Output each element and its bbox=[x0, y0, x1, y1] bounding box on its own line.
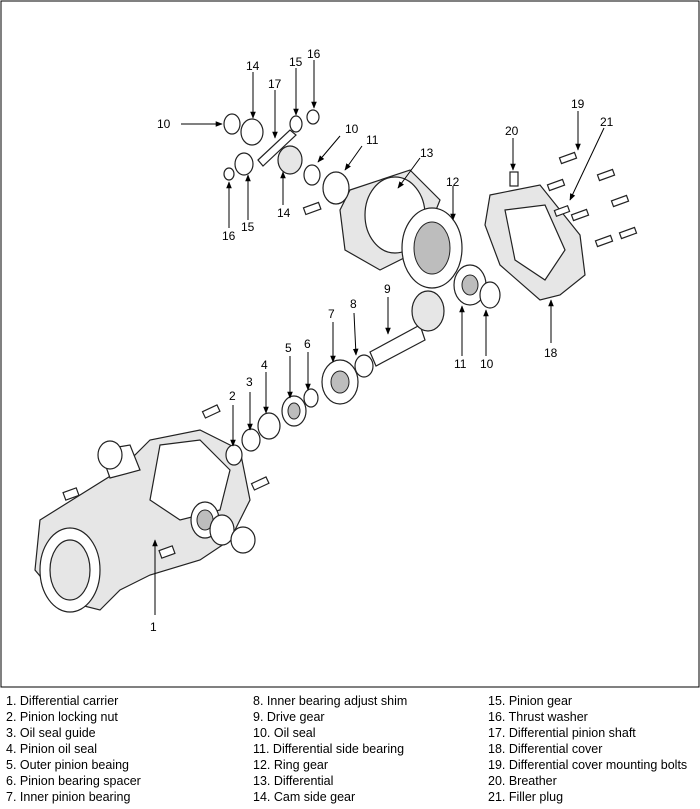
callout-14-lower: 14 bbox=[277, 206, 291, 220]
callout-6: 6 bbox=[304, 337, 311, 351]
legend-item: 10. Oil seal bbox=[253, 726, 316, 740]
callout-20: 20 bbox=[505, 124, 519, 138]
legend-item: 5. Outer pinion beaing bbox=[6, 758, 130, 772]
callout-7: 7 bbox=[328, 307, 335, 321]
diagram-frame bbox=[0, 0, 700, 688]
legend-item: 15. Pinion gear bbox=[488, 694, 573, 708]
callout-11-upper: 11 bbox=[366, 133, 379, 147]
legend-item: 12. Ring gear bbox=[253, 758, 329, 772]
legend-item: 17. Differential pinion shaft bbox=[488, 726, 636, 740]
callout-14-upper: 14 bbox=[246, 59, 260, 73]
callout-10-upper-left: 10 bbox=[157, 117, 171, 131]
side-gear-cluster bbox=[223, 109, 350, 205]
callout-18: 18 bbox=[544, 346, 558, 360]
legend-item: 18. Differential cover bbox=[488, 742, 603, 756]
pinion-stack bbox=[201, 290, 445, 491]
callout-19: 19 bbox=[571, 97, 585, 111]
legend-item: 20. Breather bbox=[488, 774, 557, 788]
legend-item: 2. Pinion locking nut bbox=[6, 710, 118, 724]
legend-item: 13. Differential bbox=[253, 774, 334, 788]
callout-16-lower: 16 bbox=[222, 229, 236, 243]
legend-item: 11. Differential side bearing bbox=[253, 742, 405, 756]
callout-labels: 1 2 3 4 5 6 7 8 9 10 10 11 11 12 13 14 1… bbox=[150, 47, 614, 634]
legend-item: 16. Thrust washer bbox=[488, 710, 588, 724]
callout-15-lower: 15 bbox=[241, 220, 255, 234]
legend-item: 4. Pinion oil seal bbox=[6, 742, 98, 756]
legend-item: 3. Oil seal guide bbox=[6, 726, 96, 740]
callout-9: 9 bbox=[384, 282, 391, 296]
callout-2: 2 bbox=[229, 389, 236, 403]
parts-legend: 1. Differential carrier 2. Pinion lockin… bbox=[0, 693, 700, 809]
callout-8: 8 bbox=[350, 297, 357, 311]
legend-item: 7. Inner pinion bearing bbox=[6, 790, 131, 804]
differential-cover bbox=[484, 151, 638, 301]
legend-item: 8. Inner bearing adjust shim bbox=[253, 694, 408, 708]
legend-item: 6. Pinion bearing spacer bbox=[6, 774, 141, 788]
legend-column-2: 8. Inner bearing adjust shim 9. Drive ge… bbox=[253, 693, 407, 805]
callout-10-lower: 10 bbox=[480, 357, 494, 371]
differential-carrier bbox=[34, 429, 256, 613]
exploded-diagram: 1 2 3 4 5 6 7 8 9 10 10 11 11 12 13 14 1… bbox=[0, 0, 700, 688]
callout-15-upper: 15 bbox=[289, 55, 303, 69]
legend-item: 9. Drive gear bbox=[253, 710, 325, 724]
legend-column-3: 15. Pinion gear 16. Thrust washer 17. Di… bbox=[488, 693, 687, 805]
callout-21: 21 bbox=[600, 115, 614, 129]
legend-item: 21. Filler plug bbox=[488, 790, 564, 804]
differential-assembly bbox=[302, 169, 501, 309]
callout-12: 12 bbox=[446, 175, 460, 189]
legend-item: 19. Differential cover mounting bolts bbox=[488, 758, 688, 772]
legend-item: 14. Cam side gear bbox=[253, 790, 356, 804]
callout-10-upper-right: 10 bbox=[345, 122, 359, 136]
callout-17: 17 bbox=[268, 77, 282, 91]
callout-3: 3 bbox=[246, 375, 253, 389]
callout-11-lower: 11 bbox=[454, 357, 467, 371]
callout-1: 1 bbox=[150, 620, 157, 634]
callout-4: 4 bbox=[261, 358, 268, 372]
legend-column-1: 1. Differential carrier 2. Pinion lockin… bbox=[6, 693, 141, 805]
callout-5: 5 bbox=[285, 341, 292, 355]
leader-lines bbox=[152, 60, 605, 615]
callout-16-upper: 16 bbox=[307, 47, 321, 61]
callout-13: 13 bbox=[420, 146, 434, 160]
legend-item: 1. Differential carrier bbox=[6, 694, 119, 708]
